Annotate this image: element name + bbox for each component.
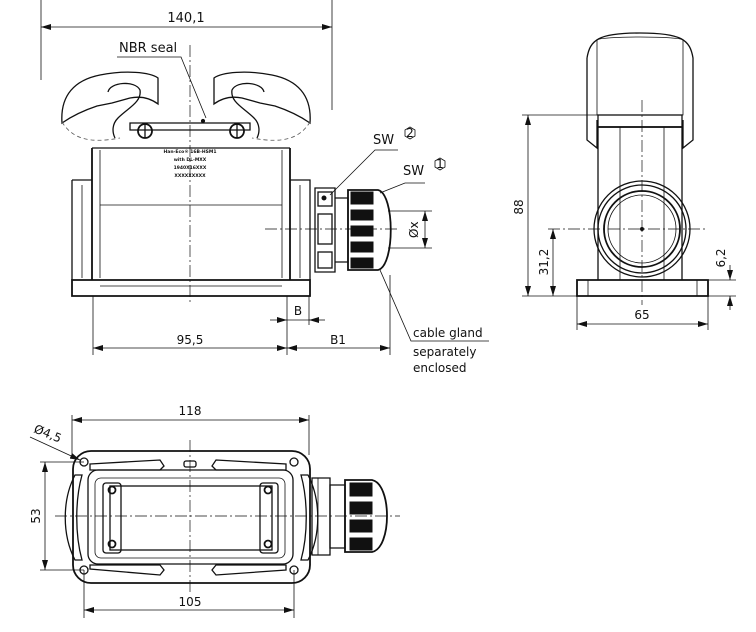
hole-diameter-callout: Ø4,5 — [29, 422, 81, 461]
nbr-seal-label: NBR seal — [119, 41, 177, 56]
dim-label-95-5: 95,5 — [177, 333, 204, 347]
dimension-6-2: 6,2 — [708, 248, 736, 310]
dimension-88: 88 — [512, 114, 598, 297]
note-line-3: enclosed — [413, 361, 467, 375]
dim-label-31-2: 31,2 — [537, 249, 551, 276]
front-view: 140,1 NBR seal — [40, 0, 489, 375]
dim-label-6-2: 6,2 — [714, 248, 728, 267]
sw2-number: 2 — [406, 126, 414, 140]
nbr-seal-callout: NBR seal — [117, 41, 207, 119]
top-view: 118 Ø4,5 53 105 — [29, 404, 400, 618]
bottom-dimensions: B 95,5 B1 — [92, 275, 391, 355]
dim-label-140-1: 140,1 — [167, 11, 204, 26]
dim-label-65: 65 — [634, 308, 649, 322]
dim-label-hole-4-5: Ø4,5 — [32, 422, 64, 446]
dimension-65: 65 — [576, 296, 709, 330]
dim-label-b: B — [294, 304, 302, 318]
side-view: 88 31,2 6,2 65 — [512, 32, 736, 330]
dim-label-b1: B1 — [330, 333, 346, 347]
sw1-label: SW — [403, 164, 424, 179]
diameter-x-dimension: Øx — [388, 210, 432, 249]
dim-label-88: 88 — [512, 199, 526, 214]
sw2-callout: SW 2 — [329, 126, 416, 196]
locking-levers — [61, 71, 311, 141]
dimension-105: 105 — [83, 570, 295, 618]
dim-label-105: 105 — [179, 595, 202, 609]
cable-gland — [314, 187, 392, 273]
dimension-31-2: 31,2 — [537, 229, 556, 296]
housing-body — [71, 147, 311, 297]
dim-label-118: 118 — [179, 404, 202, 418]
note-line-2: separately — [413, 345, 476, 359]
note-line-1: cable gland — [413, 326, 483, 340]
sw1-number: 1 — [436, 157, 444, 171]
dim-label-53: 53 — [29, 508, 43, 523]
dimension-140-1: 140,1 — [40, 0, 333, 110]
dimension-53: 53 — [29, 461, 84, 571]
dimension-118: 118 — [71, 404, 310, 455]
cable-gland-note: cable gland separately enclosed — [379, 269, 489, 375]
sw2-label: SW — [373, 133, 394, 148]
sw1-callout: SW 1 — [379, 157, 446, 194]
diameter-x-label: Øx — [407, 221, 421, 238]
